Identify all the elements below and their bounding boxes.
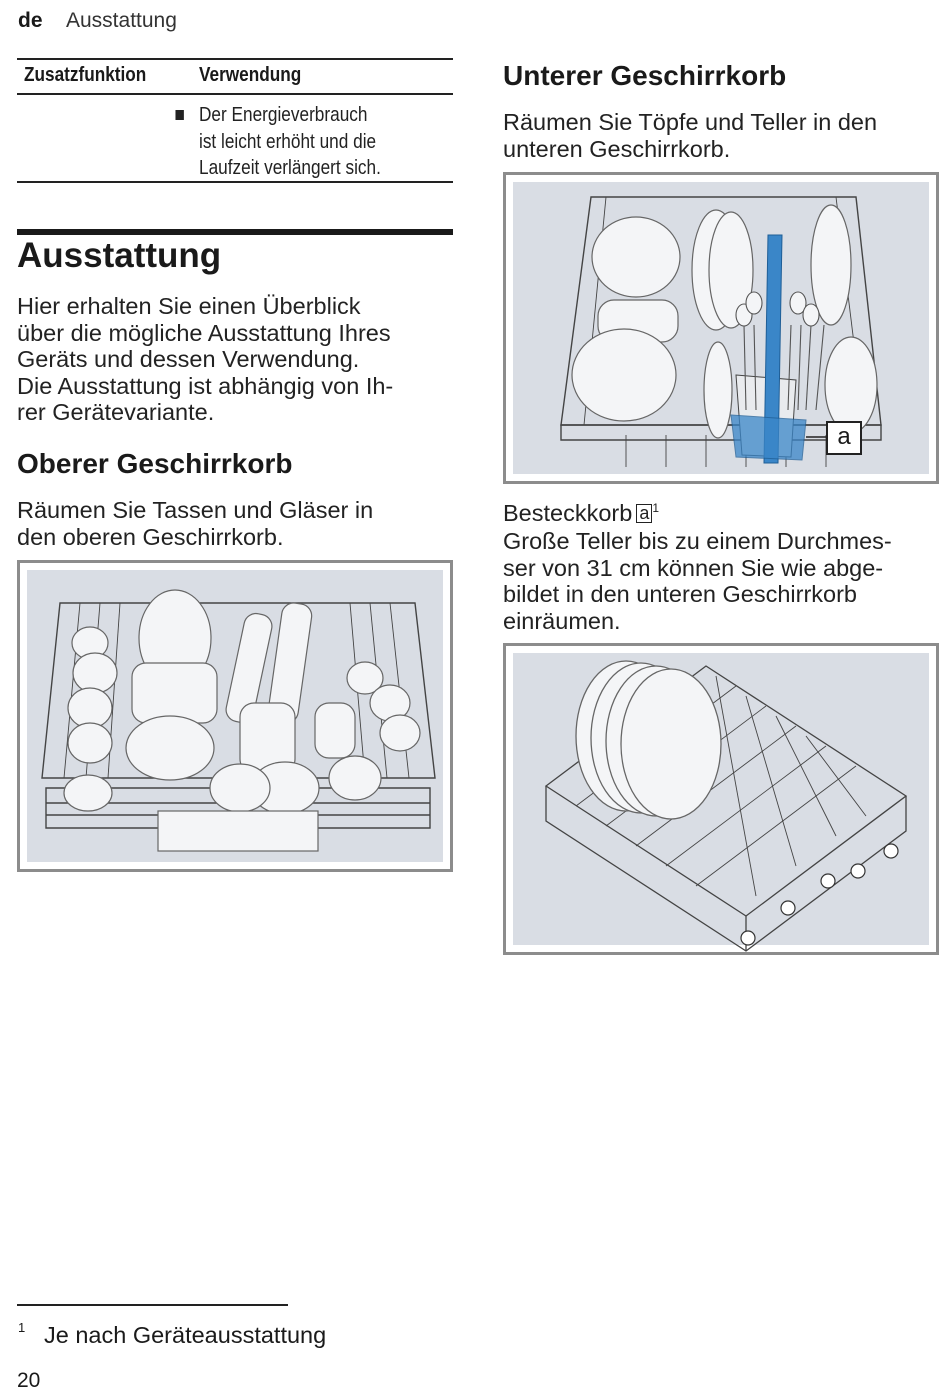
lower-basket-plates-figure	[503, 643, 939, 955]
table-cell-verwendung: Der Energieverbrauch ist leicht erhöht u…	[175, 102, 443, 182]
upper-basket-illustration	[41, 589, 436, 852]
besteckkorb-paragraph: Große Teller bis zu einem Durchmes- ser …	[503, 528, 943, 634]
language-tag: de	[18, 9, 43, 32]
page-number: 20	[17, 1369, 41, 1392]
footnote-ref: 1	[652, 501, 660, 515]
text-line: rer Gerätevariante.	[17, 399, 215, 425]
section-title: Ausstattung	[17, 236, 222, 275]
footnote-text: Je nach Geräteausstattung	[44, 1322, 327, 1348]
oberer-title: Oberer Geschirrkorb	[17, 448, 293, 479]
text-line: Räumen Sie Tassen und Gläser in	[17, 497, 374, 523]
lower-basket-illustration	[560, 196, 882, 467]
oberer-paragraph: Räumen Sie Tassen und Gläser in den ober…	[17, 497, 457, 550]
text-line: den oberen Geschirrkorb.	[17, 523, 284, 550]
text-line: unteren Geschirrkorb.	[503, 135, 731, 162]
plates-basket-illustration	[544, 660, 908, 952]
footnote-mark: 1	[18, 1320, 26, 1335]
text-line: ser von 31 cm können Sie wie abge-	[503, 554, 884, 581]
unterer-title: Unterer Geschirrkorb	[503, 60, 787, 91]
text-line: bildet in den unteren Geschirrkorb	[503, 581, 858, 607]
upper-basket-figure	[17, 560, 453, 872]
marker-a: a	[636, 503, 653, 523]
bullet-icon	[175, 110, 184, 120]
section-rule	[17, 229, 453, 235]
besteckkorb-label: Besteckkorb	[503, 499, 633, 526]
table-line: Der Energieverbrauch	[199, 103, 368, 126]
text-line: einräumen.	[503, 607, 621, 634]
unterer-paragraph: Räumen Sie Töpfe und Teller in den unter…	[503, 109, 943, 162]
text-line: Hier erhalten Sie einen Überblick	[17, 293, 361, 319]
table-line: Laufzeit verlängert sich.	[199, 156, 381, 179]
table-header-verwendung: Verwendung	[199, 64, 302, 86]
text-line: Räumen Sie Töpfe und Teller in den	[503, 109, 878, 135]
running-header: Ausstattung	[66, 9, 177, 32]
intro-paragraph: Hier erhalten Sie einen Überblick über d…	[17, 293, 457, 426]
text-line: Geräts und dessen Verwendung.	[17, 346, 360, 372]
footnote-rule	[17, 1304, 288, 1306]
table-header-zusatzfunktion: Zusatzfunktion	[24, 64, 147, 86]
text-line: Große Teller bis zu einem Durchmes-	[503, 528, 892, 554]
figure-label-a: a	[826, 421, 862, 455]
text-line: Die Ausstattung ist abhängig von Ih-	[17, 372, 394, 399]
text-line: über die mögliche Ausstattung Ihres	[17, 319, 391, 346]
table-line: ist leicht erhöht und die	[199, 129, 377, 153]
lower-basket-cutlery-figure: a	[503, 172, 939, 484]
